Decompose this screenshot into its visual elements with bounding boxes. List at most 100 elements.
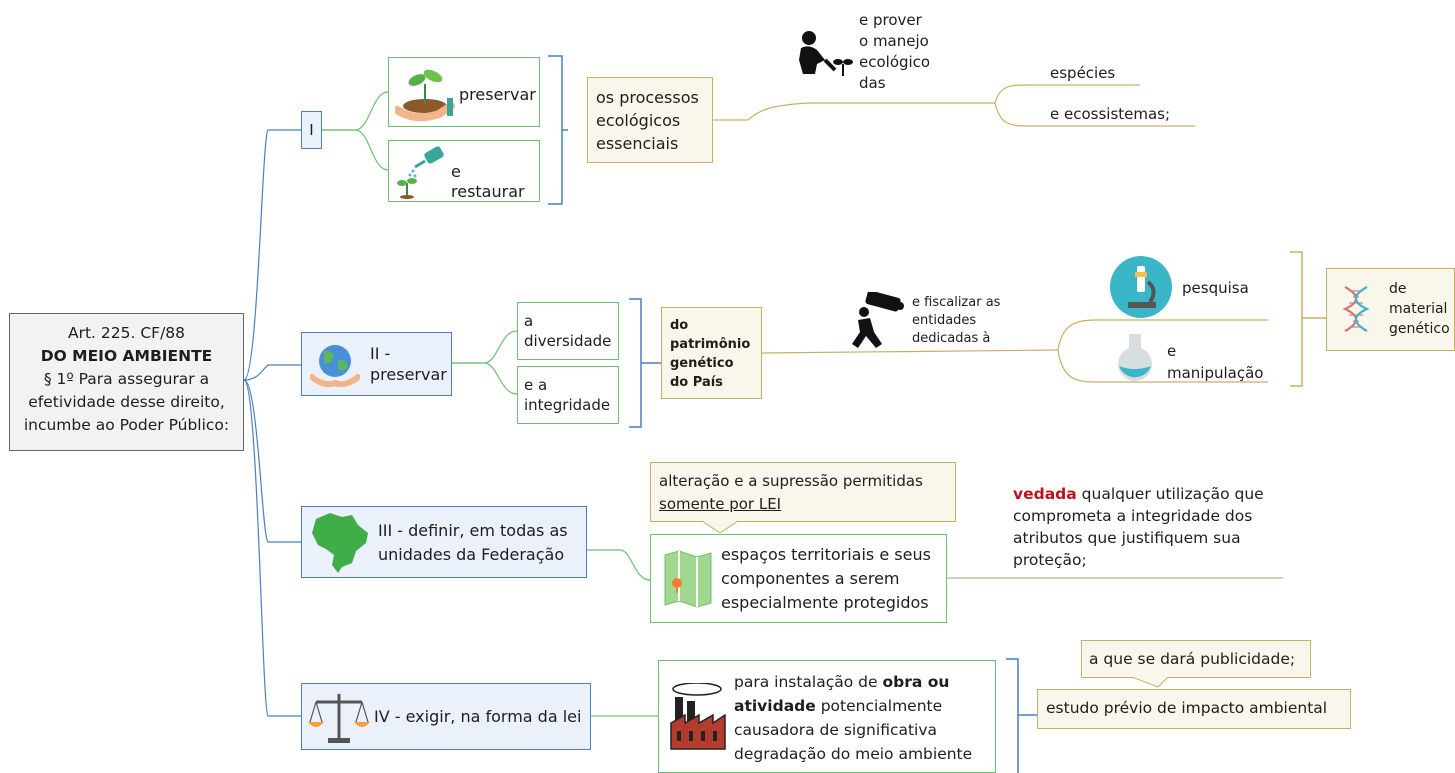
- obra-line-4: degradação do meio ambiente: [734, 745, 973, 763]
- brazil-map-icon: [312, 513, 368, 573]
- gardener-icon: [799, 31, 853, 76]
- especies-text: espécies: [1050, 64, 1116, 82]
- publicidade-callout: a que se dará publicidade;: [1081, 640, 1311, 678]
- patrimonio-line-3: genético: [670, 356, 734, 371]
- restaurar-node: e restaurar: [388, 140, 540, 202]
- vedada-line-4: proteção;: [1013, 551, 1087, 569]
- prover-line-1: e prover: [859, 11, 922, 29]
- diversidade-node: a diversidade: [517, 302, 619, 360]
- fiscalizar-text: e fiscalizar as entidades dedicadas à: [912, 294, 1052, 348]
- vedada-line-3: atributos que justifiquem sua: [1013, 529, 1241, 547]
- vedada-text: vedada qualquer utilização que compromet…: [1013, 483, 1293, 571]
- estudo-text: estudo prévio de impacto ambiental: [1046, 699, 1328, 717]
- pesquisa-text: pesquisa: [1182, 279, 1249, 297]
- patrimonio-node: do patrimônio genético do País: [661, 307, 762, 399]
- branch-iv-label: IV - exigir, na forma da lei: [374, 707, 582, 726]
- branch-iii-line-2: unidades da Federação: [378, 545, 565, 564]
- callout-pointer: [701, 521, 739, 534]
- ecossistemas-text: e ecossistemas;: [1050, 105, 1171, 123]
- manipulacao-text: e manipulação: [1167, 340, 1263, 384]
- branch-iii-node: III - definir, em todas as unidades da F…: [301, 506, 587, 578]
- prover-line-3: ecológico: [859, 53, 931, 71]
- surveillance-camera-icon: [852, 292, 904, 348]
- patrimonio-line-1: do: [670, 318, 689, 333]
- microscope-icon: [1110, 256, 1172, 318]
- vedada-line-2: comprometa a integridade dos: [1013, 507, 1253, 525]
- integridade-line-2: integridade: [524, 396, 611, 414]
- root-line-1: Art. 225. CF/88: [67, 324, 186, 342]
- plant-in-hand-icon: [395, 69, 455, 122]
- factory-icon: [670, 683, 726, 750]
- branch-ii-line-2: preservar: [370, 365, 447, 384]
- preservar-node: preservar: [388, 57, 540, 127]
- processos-line-3: essenciais: [596, 134, 679, 153]
- vedada-line-1-rest: qualquer utilização que: [1076, 485, 1264, 503]
- integridade-node: e a integridade: [517, 366, 619, 424]
- obra-node: para instalação de obra ou atividade pot…: [658, 660, 996, 773]
- estudo-node: estudo prévio de impacto ambiental: [1037, 689, 1351, 729]
- branch-ii-label: II - preservar: [370, 343, 447, 385]
- bracket-ii: [629, 298, 661, 428]
- alteracao-line-2: somente por LEI: [659, 495, 782, 513]
- bracket-i: [548, 55, 568, 205]
- flask-icon: [1118, 334, 1152, 381]
- vedada-keyword: vedada: [1013, 485, 1077, 503]
- folded-map-icon: [664, 550, 712, 608]
- publicidade-text: a que se dará publicidade;: [1089, 650, 1296, 668]
- obra-line-3: causadora de significativa: [734, 721, 938, 739]
- fiscalizar-line-1: e fiscalizar as: [912, 295, 1001, 310]
- watering-can-icon: [397, 146, 444, 199]
- branch-iii-line-1: III - definir, em todas as: [378, 521, 568, 540]
- restaurar-label: e restaurar: [451, 162, 525, 201]
- prover-line-4: das: [859, 74, 886, 92]
- processos-line-1: os processos: [596, 88, 699, 107]
- obra-line-1b: obra ou: [882, 673, 950, 691]
- root-line-4: efetividade desse direito,: [28, 393, 225, 411]
- publicidade-pointer: [1131, 677, 1169, 688]
- diversidade-line-2: diversidade: [524, 332, 612, 350]
- branch-iv-node: IV - exigir, na forma da lei: [301, 683, 591, 750]
- branch-iii-label: III - definir, em todas as unidades da F…: [378, 519, 568, 567]
- espacos-node: espaços territoriais e seus componentes …: [650, 534, 947, 623]
- root-node: Art. 225. CF/88 DO MEIO AMBIENTE § 1º Pa…: [9, 313, 244, 451]
- espacos-text: espaços territoriais e seus componentes …: [721, 543, 931, 615]
- root-title: DO MEIO AMBIENTE: [40, 347, 213, 365]
- branch-ii-line-1: II -: [370, 344, 391, 363]
- branch-i-label: I: [309, 121, 314, 139]
- obra-line-2b: potencialmente: [815, 697, 943, 715]
- fiscalizar-line-3: dedicadas à: [912, 331, 991, 346]
- manipulacao-line-2: manipulação: [1167, 364, 1264, 382]
- material-line-2: material: [1389, 301, 1448, 317]
- prover-line-2: o manejo: [859, 32, 929, 50]
- obra-line-1a: para instalação de: [734, 673, 883, 691]
- material-line-3: genético: [1389, 321, 1450, 337]
- material-node: de material genético: [1326, 268, 1455, 351]
- patrimonio-line-4: do País: [670, 375, 723, 390]
- obra-line-2: atividade potencialmente: [734, 694, 994, 718]
- integridade-line-1: e a: [524, 376, 548, 394]
- preservar-label: preservar: [459, 85, 536, 104]
- root-line-3: § 1º Para assegurar a: [43, 370, 210, 388]
- branch-ii-node: II - preservar: [301, 332, 452, 396]
- manipulacao-line-1: e: [1167, 342, 1177, 360]
- dna-icon: [1342, 286, 1370, 332]
- fiscalizar-line-2: entidades: [912, 313, 977, 328]
- obra-text: para instalação de obra ou atividade pot…: [734, 670, 994, 766]
- processos-line-2: ecológicos: [596, 111, 681, 130]
- espacos-line-2: componentes a serem: [721, 569, 900, 588]
- obra-line-1: para instalação de obra ou: [734, 670, 994, 694]
- prover-text: e prover o manejo ecológico das: [859, 10, 969, 94]
- alteracao-line-1: alteração e a supressão permitidas: [659, 472, 923, 490]
- espacos-line-1: espaços territoriais e seus: [721, 545, 931, 564]
- obra-line-2a: atividade: [734, 697, 816, 715]
- root-line-5: incumbe ao Poder Público:: [23, 416, 230, 434]
- espacos-line-3: especialmente protegidos: [721, 593, 929, 612]
- scales-of-justice-icon: [308, 694, 370, 743]
- vedada-line-1: vedada qualquer utilização que: [1013, 483, 1293, 505]
- patrimonio-line-2: patrimônio: [670, 337, 751, 352]
- processos-node: os processos ecológicos essenciais: [587, 77, 713, 163]
- diversidade-line-1: a: [524, 312, 534, 330]
- branch-i-node: I: [301, 111, 322, 149]
- alteracao-callout: alteração e a supressão permitidas somen…: [650, 462, 956, 522]
